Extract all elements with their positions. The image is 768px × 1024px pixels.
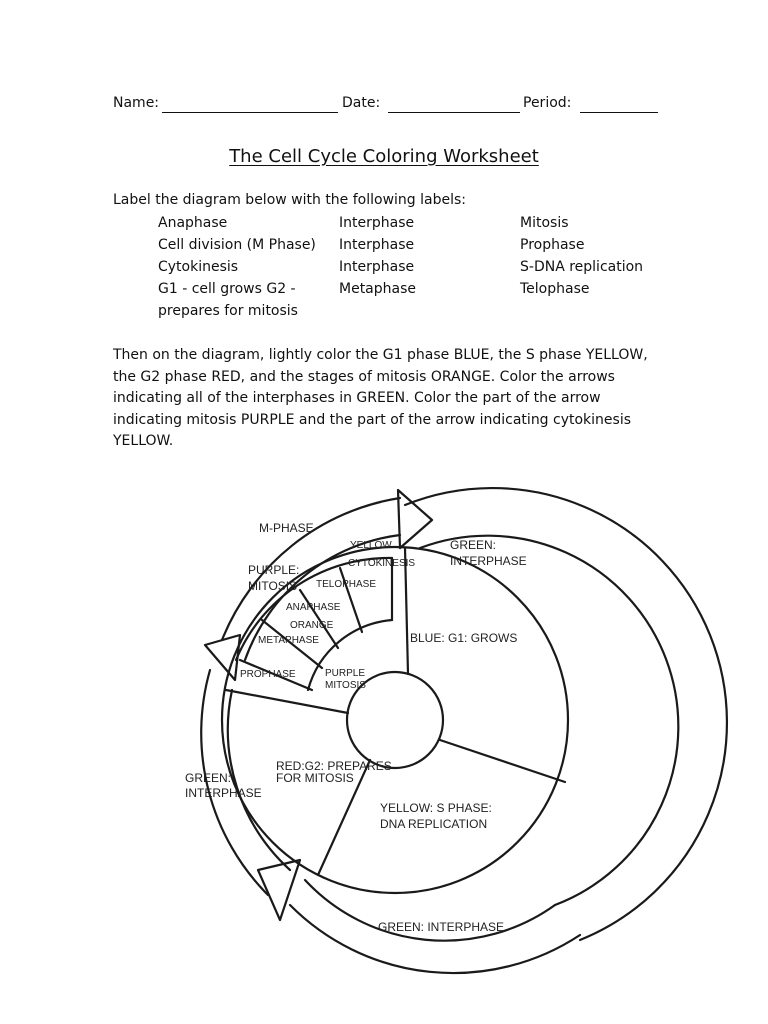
period-label: Period: — [523, 95, 571, 111]
label-green-top-2: INTERPHASE — [450, 554, 527, 568]
arrow-band-right-inner — [420, 536, 678, 905]
label-yellow-s-1: YELLOW: S PHASE: — [380, 801, 492, 815]
divider-g2-mitosis — [226, 690, 348, 713]
label-metaphase-diag: METAPHASE — [258, 635, 319, 646]
label-m-phase: M-PHASE — [259, 521, 314, 535]
label-telophase: Telophase — [520, 278, 590, 300]
label-metaphase: Metaphase — [339, 278, 416, 300]
label-purple-inner-2: MITOSIS — [325, 680, 366, 691]
page-title: The Cell Cycle Coloring Worksheet — [0, 146, 768, 167]
label-interphase-2: Interphase — [339, 234, 414, 256]
label-purple-outer-1: PURPLE: — [248, 563, 299, 577]
label-interphase-3: Interphase — [339, 256, 414, 278]
label-cytokinesis: CYTOKINESIS — [348, 558, 415, 569]
label-orange: ORANGE — [290, 620, 334, 631]
label-purple-inner-1: PURPLE — [325, 668, 365, 679]
divider-telophase — [340, 568, 362, 632]
label-blue-g1: BLUE: G1: GROWS — [410, 631, 517, 645]
label-telophase-diag: TELOPHASE — [316, 579, 376, 590]
label-prophase-diag: PROPHASE — [240, 669, 296, 680]
label-prophase: Prophase — [520, 234, 584, 256]
label-purple-outer-2: MITOSIS — [248, 579, 297, 593]
name-label: Name: — [113, 95, 159, 111]
label-yellow-s-2: DNA REPLICATION — [380, 817, 487, 831]
label-green-bottom: GREEN: INTERPHASE — [378, 920, 504, 934]
date-blank[interactable] — [388, 112, 520, 113]
label-mitosis: Mitosis — [520, 212, 569, 234]
label-green-left-2: INTERPHASE — [185, 786, 262, 800]
date-label: Date: — [342, 95, 380, 111]
name-blank[interactable] — [162, 112, 338, 113]
arrow-band-bottom-outer — [290, 905, 580, 973]
label-anaphase: Anaphase — [158, 212, 227, 234]
coloring-instructions: Then on the diagram, lightly color the G… — [113, 345, 658, 453]
label-interphase-1: Interphase — [339, 212, 414, 234]
label-prepares-mitosis: prepares for mitosis — [158, 300, 298, 322]
cell-cycle-diagram: M-PHASE YELLOW CYTOKINESIS GREEN: INTERP… — [0, 460, 768, 1024]
label-cytokinesis: Cytokinesis — [158, 256, 238, 278]
arrowhead-top — [398, 490, 432, 548]
label-g1-g2: G1 - cell grows G2 - — [158, 278, 296, 300]
label-green-left-1: GREEN: — [185, 771, 231, 785]
label-anaphase-diag: ANAPHASE — [286, 602, 341, 613]
outer-cycle-circle — [222, 547, 568, 893]
label-yellow: YELLOW — [350, 540, 392, 551]
label-s-dna: S-DNA replication — [520, 256, 643, 278]
divider-g1-s — [440, 740, 565, 782]
period-blank[interactable] — [580, 112, 658, 113]
instructions: Label the diagram below with the followi… — [113, 192, 466, 208]
label-green-top-1: GREEN: — [450, 538, 496, 552]
label-cell-division: Cell division (M Phase) — [158, 234, 316, 256]
label-red-g2-2: FOR MITOSIS — [276, 771, 354, 785]
